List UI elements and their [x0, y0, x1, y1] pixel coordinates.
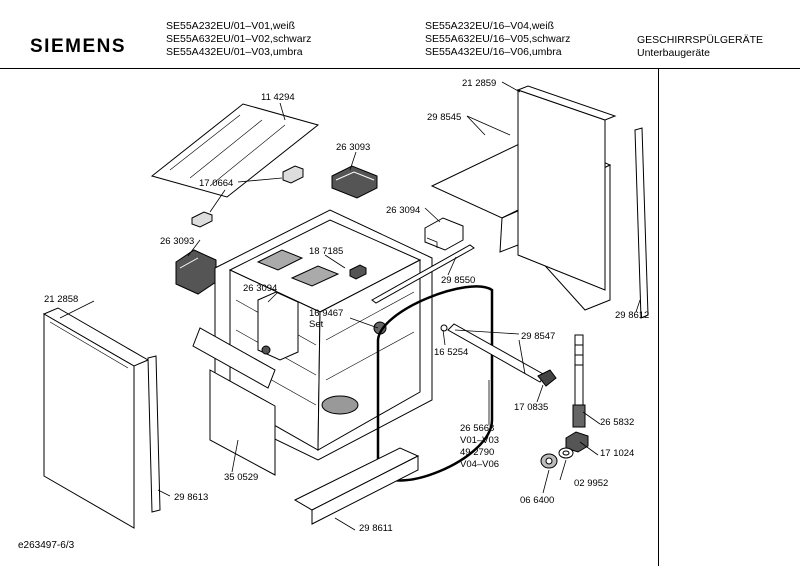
insulation-sheet-part	[150, 103, 320, 198]
hinge-top-part	[331, 165, 378, 199]
part-label: 29 8611	[359, 523, 393, 534]
hinge-right-part	[424, 217, 464, 251]
part-label: 06 6400	[520, 495, 554, 506]
part-label: 26 5832	[600, 417, 634, 428]
category-block: GESCHIRRSPÜLGERÄTE Unterbaugeräte	[637, 34, 763, 60]
hinge-left-part	[175, 249, 217, 295]
door-strip-part	[147, 355, 161, 513]
part-label: 17 1024	[600, 448, 634, 459]
category-subtitle: Unterbaugeräte	[637, 47, 710, 59]
column-divider	[658, 68, 659, 566]
part-label: 16 5254	[434, 347, 468, 358]
model-line: SE55A632EU/01–V02,schwarz	[166, 33, 312, 45]
door-panel-part	[42, 307, 150, 529]
part-label: 26 3093	[336, 142, 370, 153]
model-line: SE55A232EU/01–V01,weiß	[166, 20, 295, 32]
model-list-right: SE55A232EU/16–V04,weiß SE55A632EU/16–V05…	[425, 20, 570, 59]
part-labels: 11 4294 26 3093 17 0664 26 3094 26 3093 …	[44, 78, 649, 534]
back-panel-part	[516, 85, 617, 291]
side-cover-part	[257, 291, 299, 361]
model-list-left: SE55A232EU/01–V01,weiß SE55A632EU/01–V02…	[166, 20, 311, 59]
category-title: GESCHIRRSPÜLGERÄTE	[637, 34, 764, 46]
drawing-id: e263497-6/3	[18, 540, 75, 551]
spray-arm-part	[440, 323, 557, 387]
model-line: SE55A632EU/16–V05,schwarz	[425, 33, 571, 45]
model-line: SE55A432EU/01–V03,umbra	[166, 46, 303, 58]
part-label: 21 2858	[44, 294, 78, 305]
part-label: V04–V06	[460, 459, 499, 470]
bottom-strip-part	[293, 447, 420, 525]
model-line: SE55A232EU/16–V04,weiß	[425, 20, 554, 32]
part-label: 29 8545	[427, 112, 461, 123]
part-label: 21 2859	[462, 78, 496, 89]
part-label: 49 2790	[460, 447, 494, 458]
part-label: 29 8550	[441, 275, 475, 286]
part-label: 29 8547	[521, 331, 555, 342]
part-label: 35 0529	[224, 472, 258, 483]
part-label: 17 0835	[514, 402, 548, 413]
part-label: Set	[309, 319, 324, 330]
brand-logo: SIEMENS	[30, 36, 127, 57]
part-label: V01–V03	[460, 435, 499, 446]
header-divider	[0, 68, 800, 69]
model-line: SE55A432EU/16–V06,umbra	[425, 46, 562, 58]
part-label: 26 3093	[160, 236, 194, 247]
part-label: 29 8613	[174, 492, 208, 503]
leader-lines	[59, 81, 641, 531]
part-label: 26 3094	[243, 283, 277, 294]
part-label: 16 9467	[309, 308, 343, 319]
side-seal-part	[634, 127, 649, 319]
door-seal-part	[376, 285, 494, 482]
part-label: 11 4294	[261, 92, 295, 103]
part-label: 29 8612	[615, 310, 649, 321]
part-label: 17 0664	[199, 178, 233, 189]
side-strip-part	[371, 244, 475, 304]
part-label: 18 7185	[309, 246, 343, 257]
bracket-part	[191, 165, 304, 228]
ring-part	[558, 447, 574, 459]
nut-part	[540, 453, 558, 469]
part-label: 26 3094	[386, 205, 420, 216]
part-label: 26 5668	[460, 423, 494, 434]
front-panel-part	[192, 327, 276, 476]
part-label: 02 9952	[574, 478, 608, 489]
drain-pipe-part	[572, 334, 586, 428]
